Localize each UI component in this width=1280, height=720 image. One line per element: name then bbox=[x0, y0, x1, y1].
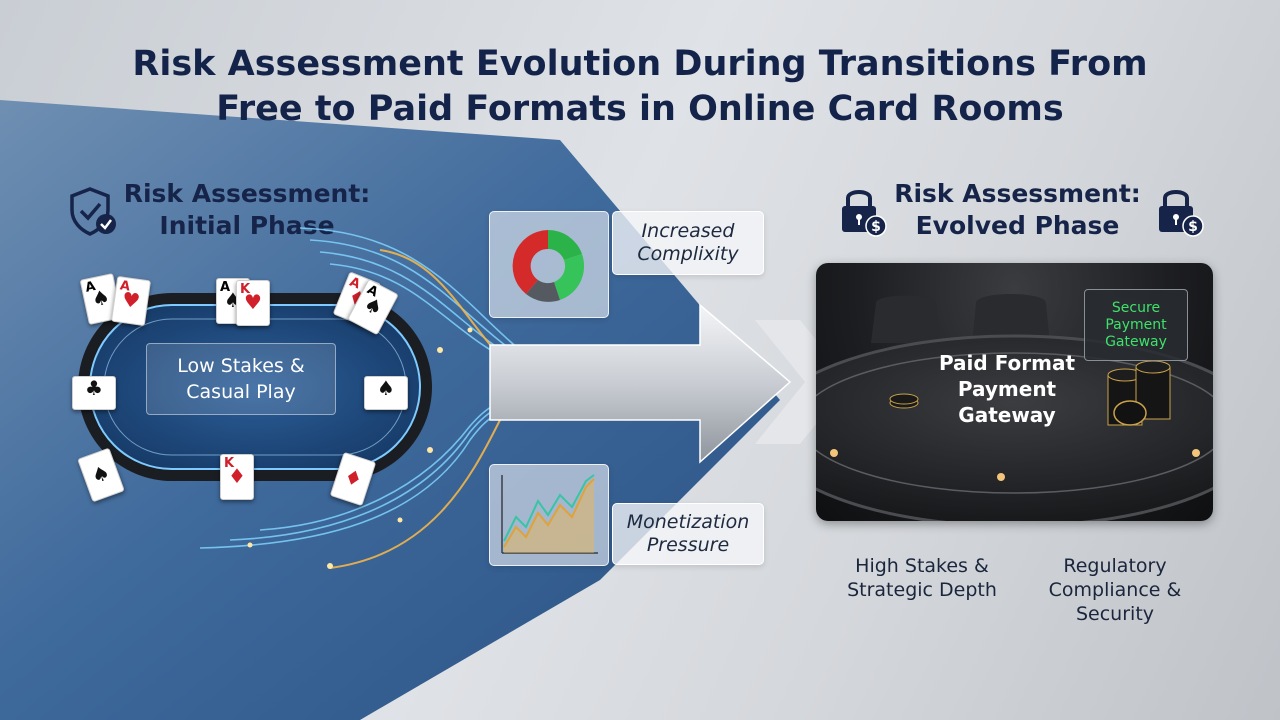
paid-format-line-2: Payment bbox=[957, 377, 1057, 401]
left-poker-table bbox=[78, 293, 432, 481]
secure-line-1: Secure bbox=[1111, 299, 1161, 316]
shield-check-icon bbox=[70, 187, 116, 236]
regulatory-line-2: Compliance & bbox=[1048, 579, 1182, 601]
paid-format-line-1: Paid Format bbox=[938, 351, 1076, 375]
page-title: Risk Assessment Evolution During Transit… bbox=[0, 42, 1280, 132]
left-phase-line-1: Risk Assessment: bbox=[123, 179, 371, 208]
regulatory-line-1: Regulatory bbox=[1063, 555, 1167, 577]
playing-card: K♥ bbox=[236, 280, 270, 326]
complexity-label: Increased Complixity bbox=[612, 211, 764, 275]
left-table-line-1: Low Stakes & bbox=[177, 355, 305, 377]
high-stakes-line-2: Strategic Depth bbox=[847, 579, 997, 601]
monetization-icon-box bbox=[489, 464, 609, 566]
playing-card: ♣ bbox=[72, 376, 116, 410]
secure-line-2: Payment bbox=[1105, 316, 1167, 333]
right-phase-line-1: Risk Assessment: bbox=[894, 179, 1141, 208]
right-phase-heading: Risk Assessment: Evolved Phase bbox=[880, 178, 1155, 242]
big-arrow bbox=[489, 303, 792, 464]
left-phase-line-2: Initial Phase bbox=[159, 211, 335, 240]
playing-card: K♦ bbox=[220, 454, 254, 500]
title-line-1: Risk Assessment Evolution During Transit… bbox=[132, 44, 1148, 84]
line-chart-icon bbox=[501, 474, 598, 554]
left-phase-heading: Risk Assessment: Initial Phase bbox=[112, 178, 382, 242]
monetization-label: Monetization Pressure bbox=[612, 503, 764, 565]
secure-payment-gateway-badge: Secure Payment Gateway bbox=[1084, 289, 1188, 361]
title-line-2: Free to Paid Formats in Online Card Room… bbox=[216, 89, 1064, 129]
secure-line-3: Gateway bbox=[1105, 333, 1167, 350]
lock-dollar-icon: $ bbox=[1159, 190, 1204, 237]
playing-card: ♠ bbox=[364, 376, 408, 410]
monetization-line-1: Monetization bbox=[626, 511, 750, 533]
complexity-icon-box bbox=[489, 211, 609, 318]
svg-text:$: $ bbox=[1188, 219, 1198, 235]
complexity-line-1: Increased bbox=[641, 220, 735, 242]
right-phase-line-2: Evolved Phase bbox=[915, 211, 1120, 240]
chip-stacks bbox=[889, 360, 1171, 426]
paid-format-label: Paid Format Payment Gateway bbox=[922, 350, 1092, 428]
regulatory-line-3: Security bbox=[1075, 603, 1155, 625]
high-stakes-label: High Stakes & Strategic Depth bbox=[832, 554, 1012, 602]
complexity-line-2: Complixity bbox=[637, 243, 739, 265]
left-table-label: Low Stakes & Casual Play bbox=[146, 343, 336, 415]
paid-format-line-3: Gateway bbox=[958, 403, 1056, 427]
monetization-line-2: Pressure bbox=[646, 534, 730, 556]
playing-card: A♥ bbox=[110, 275, 152, 327]
glow-dots bbox=[247, 327, 473, 569]
left-table-line-2: Casual Play bbox=[186, 381, 296, 403]
high-stakes-line-1: High Stakes & bbox=[855, 555, 989, 577]
regulatory-label: Regulatory Compliance & Security bbox=[1030, 554, 1200, 626]
lock-dollar-icon: $ bbox=[842, 190, 887, 237]
donut-chart-icon bbox=[512, 229, 585, 302]
svg-text:$: $ bbox=[871, 219, 881, 235]
